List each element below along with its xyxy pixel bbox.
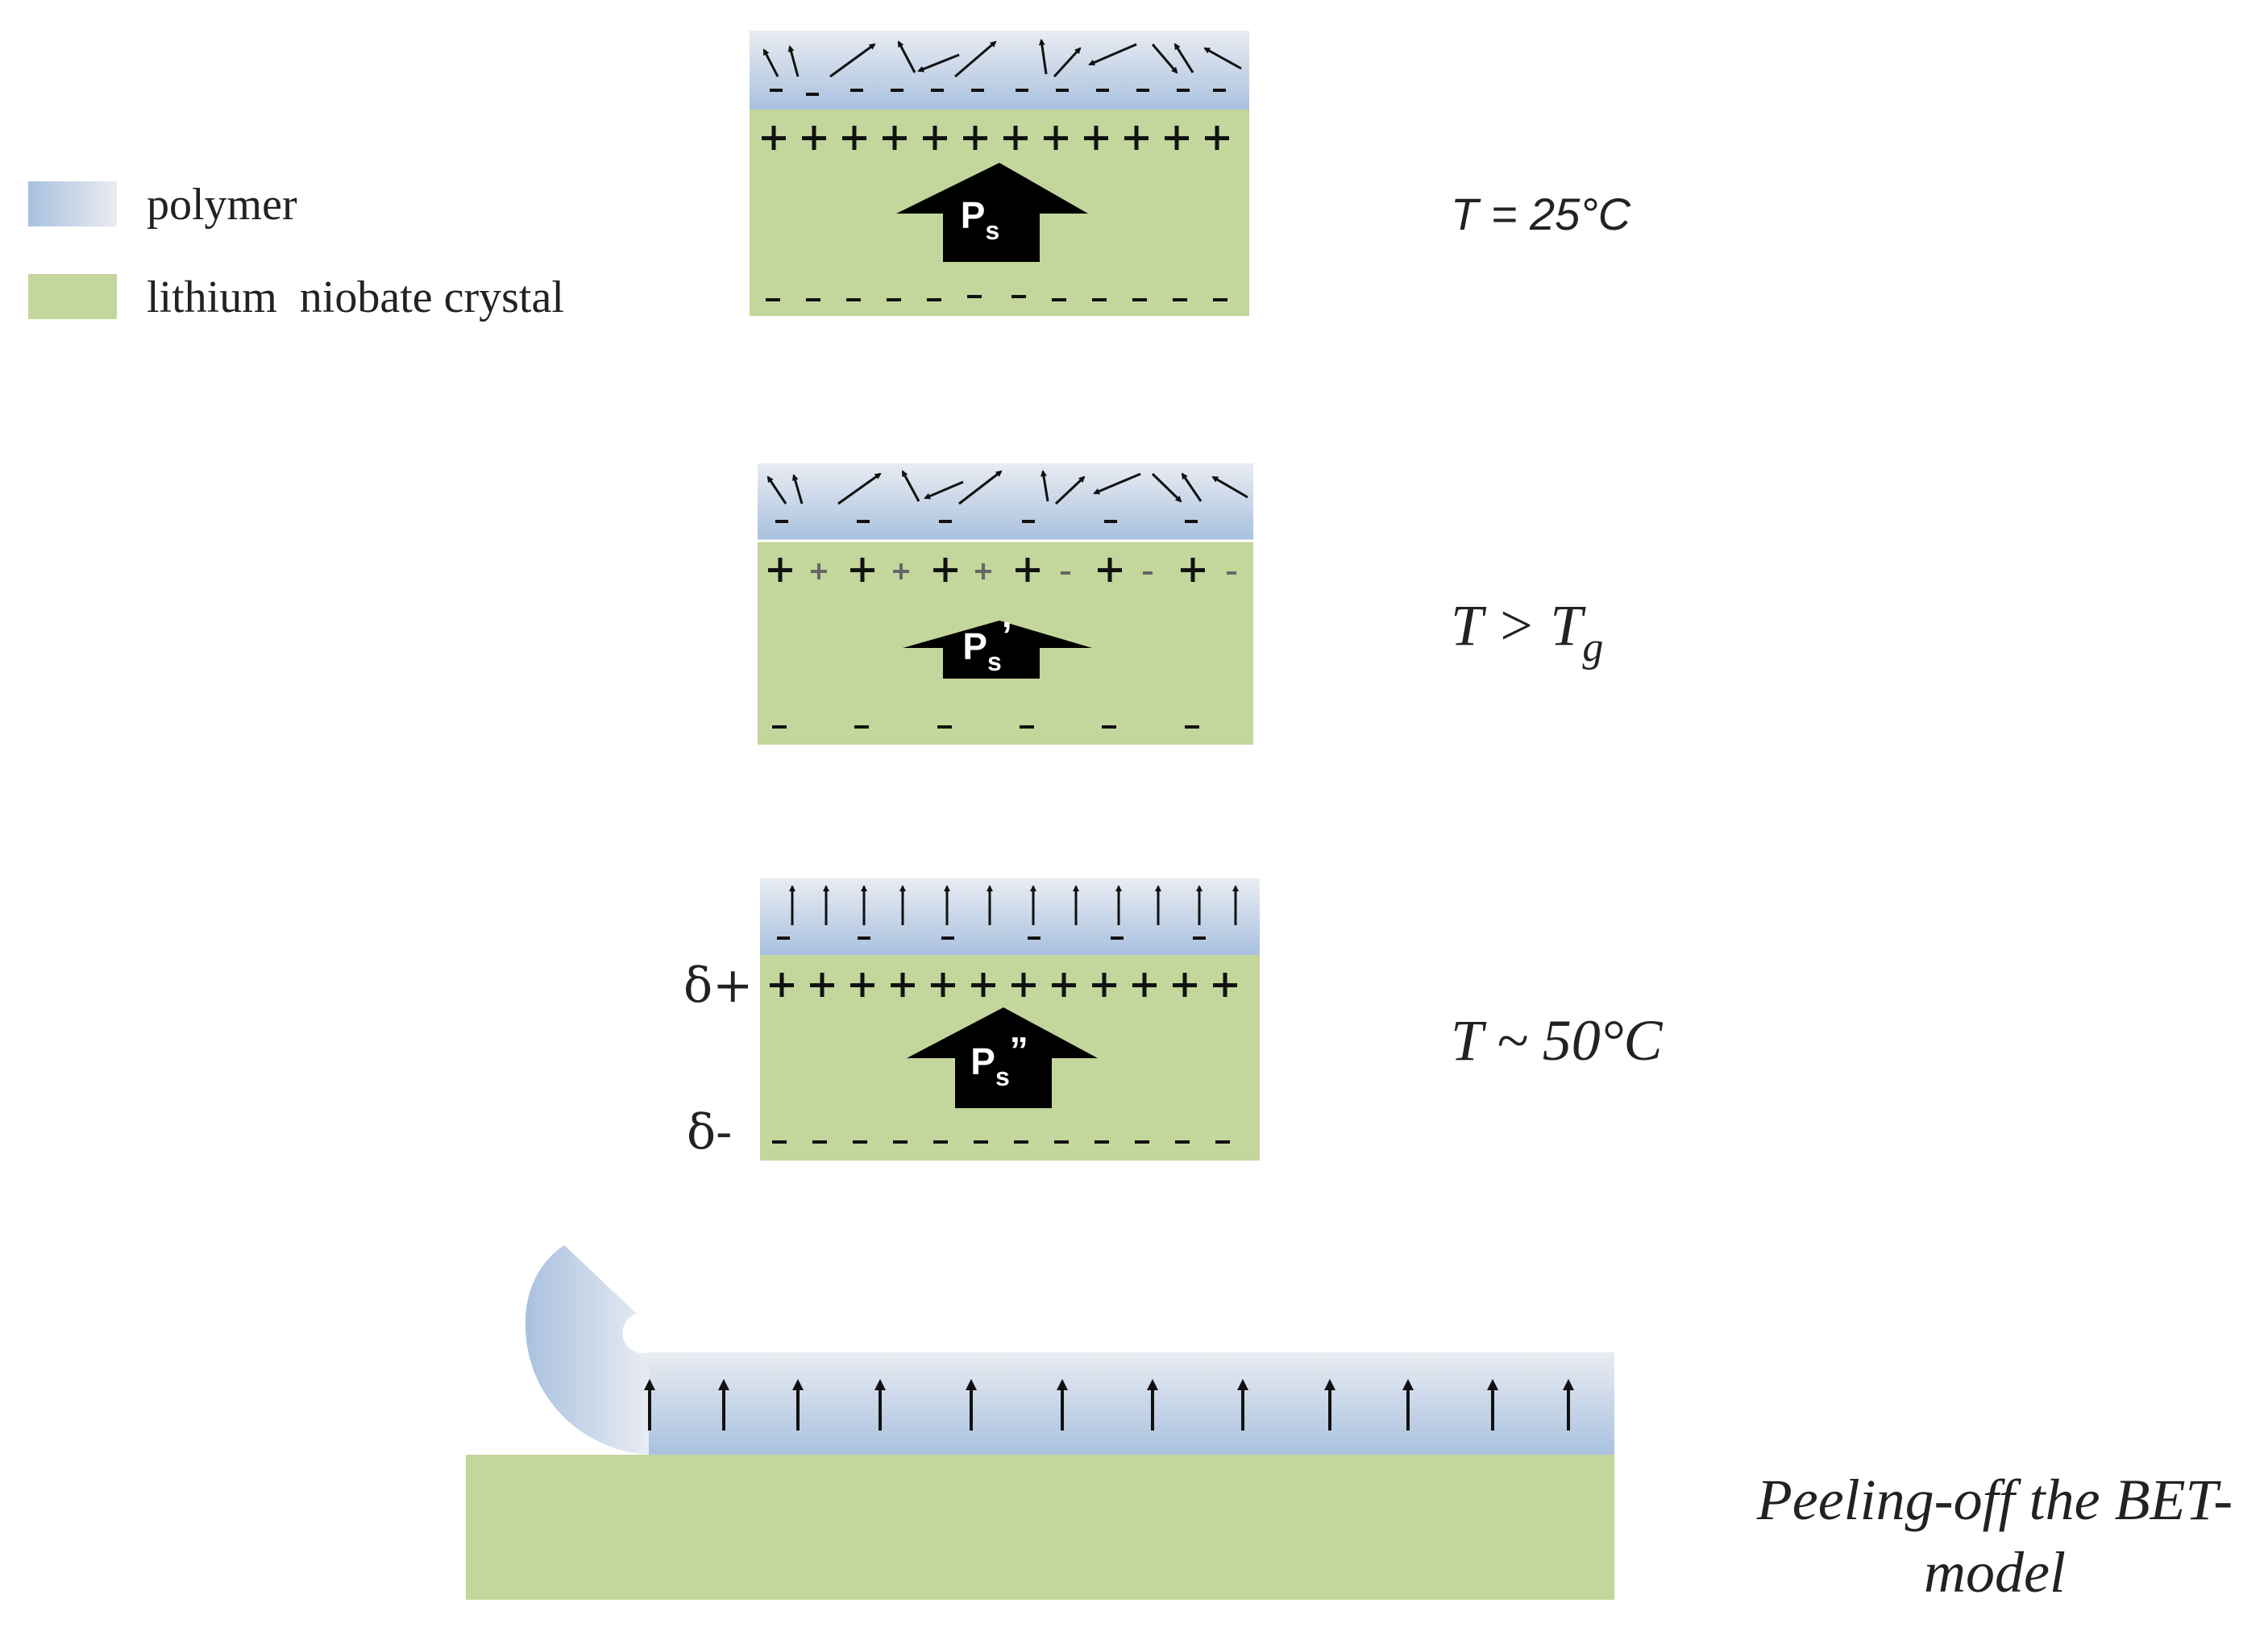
peeling-dipoles — [644, 1379, 1574, 1431]
svg-text:Ps’: Ps’ — [962, 614, 1011, 676]
peeling-curl — [525, 1245, 649, 1455]
svg-text:Ps: Ps — [961, 194, 999, 245]
panel-3: Ps” δ+ δ- T ~ 50°C — [683, 878, 1663, 1161]
panel-3-polymer-layer — [760, 878, 1260, 955]
panel-2-bottom-charges — [772, 725, 1199, 729]
panel-2-plus-charges — [768, 558, 1236, 582]
polarization-arrow-3: Ps” — [907, 1007, 1098, 1108]
peeling-crystal — [466, 1455, 1614, 1600]
peeling-caption-line-2: model — [1924, 1540, 2066, 1605]
panel-3-polymer-charges — [777, 936, 1206, 940]
condition-label-1: T = 25°C — [1451, 189, 1631, 239]
peeling-panel: Peeling-off the BET- model — [466, 1245, 2233, 1605]
polarization-arrow-1: Ps — [896, 163, 1088, 262]
svg-text:Ps”: Ps” — [970, 1029, 1028, 1091]
legend-swatch-polymer — [28, 181, 117, 226]
panel-1-bottom-charges — [766, 295, 1227, 301]
legend-label-crystal: lithium niobate crystal — [147, 272, 564, 322]
panel-1-plus-charges — [762, 126, 1229, 150]
panel-3-plus-charges — [770, 973, 1237, 997]
polarization-arrow-2: Ps’ — [903, 614, 1092, 679]
surface-charge-top: δ+ — [683, 957, 753, 1014]
panel-2-dipoles — [766, 470, 1248, 505]
panel-1-polymer-layer — [750, 31, 1249, 110]
panel-2-polymer-layer — [758, 463, 1253, 540]
condition-label-3: T ~ 50°C — [1451, 1008, 1663, 1073]
panel-1: Ps T = 25°C — [750, 31, 1631, 316]
legend-swatch-crystal — [28, 274, 117, 319]
peeling-caption-line-1: Peeling-off the BET- — [1756, 1468, 2233, 1532]
legend-label-polymer: polymer — [147, 180, 297, 230]
surface-charge-bottom: δ- — [687, 1104, 732, 1161]
panel-3-dipoles — [789, 885, 1239, 925]
panel-1-polymer-charges — [770, 89, 1226, 96]
panel-1-dipoles — [762, 39, 1242, 78]
condition-label-2: T > Tg — [1451, 593, 1603, 671]
panel-2: Ps’ T > Tg — [758, 463, 1603, 745]
legend: polymer lithium niobate crystal — [28, 180, 564, 322]
panel-2-polymer-charges — [775, 520, 1198, 523]
peeling-polymer-film — [649, 1352, 1614, 1455]
panel-3-bottom-charges — [772, 1140, 1230, 1144]
